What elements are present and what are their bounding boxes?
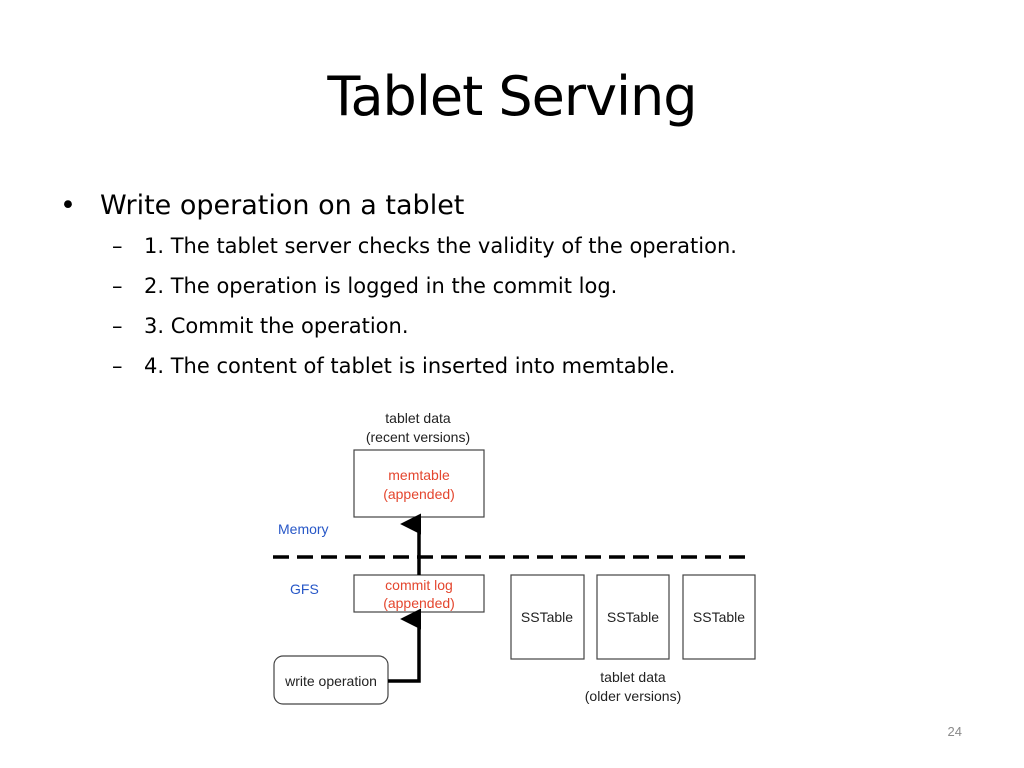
step-text: 1. The tablet server checks the validity… (144, 234, 737, 258)
sstable-label: SSTable (693, 609, 745, 625)
dash-marker: – (112, 274, 123, 298)
recent-caption-line1: tablet data (385, 410, 451, 426)
commit-log-box (353, 574, 485, 613)
page-number: 24 (947, 724, 962, 739)
dash-marker: – (112, 234, 123, 258)
commit-log-label: commit log (385, 577, 453, 593)
step-text: 3. Commit the operation. (144, 314, 409, 338)
write-to-commit-log-arrow (388, 608, 422, 683)
bullet-text: Write operation on a tablet (100, 190, 465, 221)
step-text: 4. The content of tablet is inserted int… (144, 354, 676, 378)
gfs-tier-label: GFS (290, 581, 319, 597)
step-item: – 3. Commit the operation. (60, 312, 980, 340)
memtable-label: memtable (388, 467, 450, 483)
sstable-label: SSTable (607, 609, 659, 625)
memtable-sublabel: (appended) (383, 486, 455, 502)
memtable-box (353, 449, 485, 518)
older-caption-line1: tablet data (600, 669, 666, 685)
recent-caption-line2: (recent versions) (366, 429, 470, 445)
memory-tier-label: Memory (278, 521, 329, 537)
dash-marker: – (112, 314, 123, 338)
older-caption-line2: (older versions) (585, 688, 681, 704)
step-item: – 1. The tablet server checks the validi… (60, 232, 980, 260)
write-operation-label: write operation (284, 673, 377, 689)
sstable-label: SSTable (521, 609, 573, 625)
sstable-box (510, 574, 585, 660)
dash-marker: – (112, 354, 123, 378)
commit-log-sublabel: (appended) (383, 595, 455, 611)
step-item: – 4. The content of tablet is inserted i… (60, 352, 980, 380)
step-list: – 1. The tablet server checks the validi… (60, 232, 980, 380)
sstable-box (682, 574, 756, 660)
sstable-box (596, 574, 670, 660)
slide-title: Tablet Serving (327, 65, 697, 128)
bullet-marker: • (60, 190, 76, 221)
step-item: – 2. The operation is logged in the comm… (60, 272, 980, 300)
bullet-list: • Write operation on a tablet – 1. The t… (60, 186, 980, 392)
step-text: 2. The operation is logged in the commit… (144, 274, 618, 298)
bullet-write-operation: • Write operation on a tablet (60, 186, 980, 226)
